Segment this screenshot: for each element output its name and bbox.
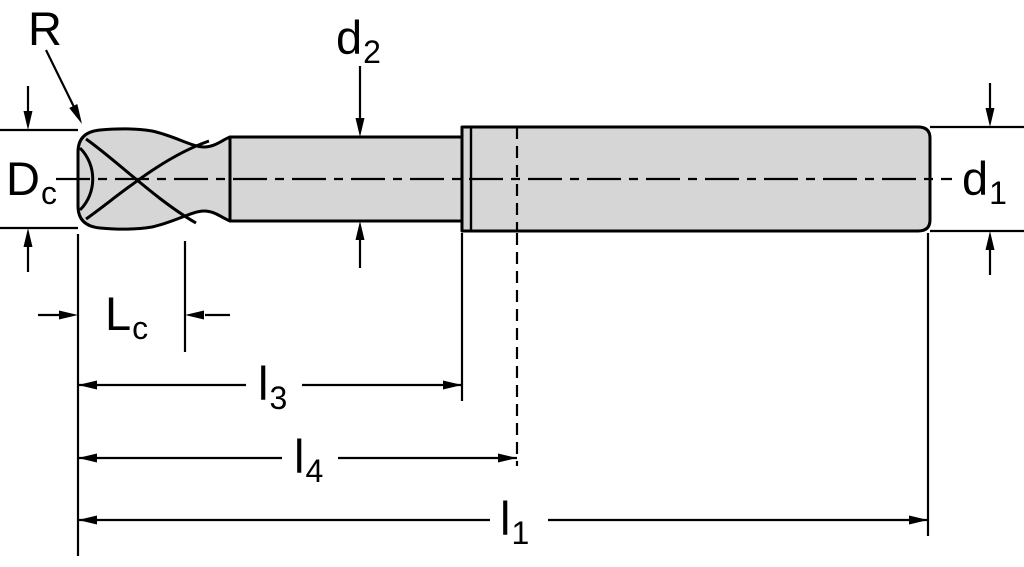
label-cutting-length-sub: c xyxy=(132,310,149,346)
d2-arrow-top xyxy=(355,118,365,137)
label-overall-length-sub: 1 xyxy=(511,515,530,551)
l4-arrow-left xyxy=(78,453,97,463)
label-length-l3-sub: 3 xyxy=(269,380,288,416)
l4-arrow-right xyxy=(498,453,517,463)
label-cutting-diameter-sub: c xyxy=(40,175,57,211)
dc-arrow-bottom xyxy=(23,228,33,247)
l1-arrow-right xyxy=(909,515,928,525)
cutter-head xyxy=(76,127,232,231)
label-length-l3: l3 xyxy=(258,357,287,414)
label-length-l4-main: l xyxy=(294,430,305,483)
label-neck-diameter-sub: 2 xyxy=(363,34,381,70)
label-cutting-diameter-main: D xyxy=(6,152,40,205)
l1-arrow-left xyxy=(78,515,97,525)
lc-arrow-left xyxy=(59,310,78,320)
label-length-l4: l4 xyxy=(294,430,323,487)
d2-arrow-bottom xyxy=(355,221,365,240)
label-cutting-length-main: L xyxy=(105,287,132,340)
label-length-l3-main: l xyxy=(258,357,269,410)
label-neck-diameter-main: d xyxy=(336,11,363,64)
l3-arrow-left xyxy=(78,380,97,390)
label-shank-diameter: d1 xyxy=(962,152,1007,209)
label-cutting-length: Lc xyxy=(105,287,148,344)
label-neck-diameter: d2 xyxy=(336,11,381,68)
label-corner-radius-main: R xyxy=(28,2,62,55)
r-leader xyxy=(45,49,75,108)
dc-arrow-top xyxy=(23,111,33,130)
label-shank-diameter-sub: 1 xyxy=(989,175,1007,211)
arrowheads xyxy=(23,104,995,525)
tip-edge-curve xyxy=(78,146,95,212)
d1-arrow-top xyxy=(985,108,995,127)
r-arrowhead xyxy=(69,104,82,124)
d1-arrow-bottom xyxy=(985,231,995,250)
dimension-lines xyxy=(0,49,1024,556)
l3-arrow-right xyxy=(443,380,462,390)
label-shank-diameter-main: d xyxy=(962,152,989,205)
label-corner-radius: R xyxy=(28,5,62,52)
lc-arrow-right xyxy=(185,310,204,320)
label-overall-length: l1 xyxy=(500,492,529,549)
label-cutting-diameter: Dc xyxy=(6,152,57,209)
label-overall-length-main: l xyxy=(500,492,511,545)
label-length-l4-sub: 4 xyxy=(305,453,324,489)
